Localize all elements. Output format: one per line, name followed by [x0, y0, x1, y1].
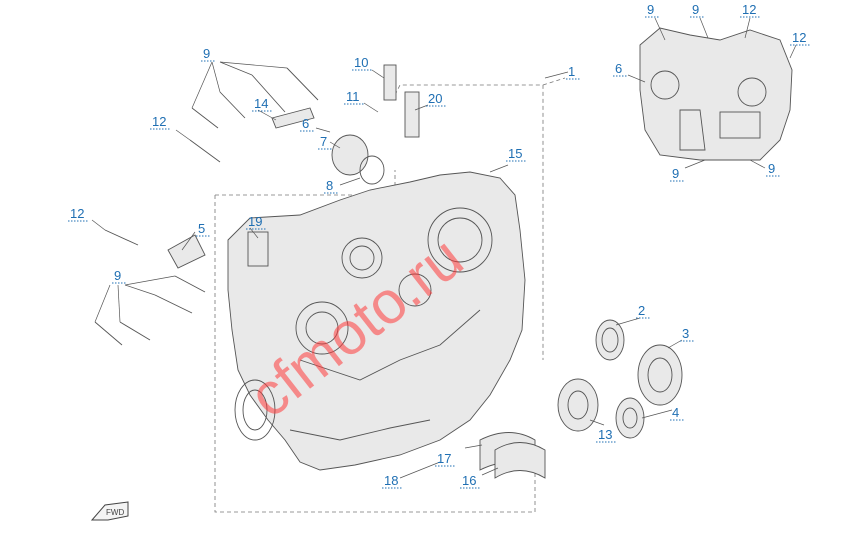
callout-12-inset-b: 12 [792, 30, 806, 45]
callout-6: 6 [302, 116, 309, 131]
callout-8: 8 [326, 178, 333, 193]
callout-5: 5 [198, 221, 205, 236]
callout-7: 7 [320, 134, 327, 149]
callout-19: 19 [248, 214, 262, 229]
callout-17: 17 [437, 451, 451, 466]
crankcase-half [227, 171, 526, 471]
fwd-arrow-icon: FWD [90, 501, 129, 521]
callout-9-top: 9 [203, 46, 210, 61]
bearings-group [479, 319, 683, 479]
callout-9-inset-a: 9 [647, 2, 654, 17]
callout-6-inset: 6 [615, 61, 622, 76]
fwd-label: FWD [106, 508, 124, 517]
callout-9-left: 9 [114, 268, 121, 283]
assembly-outlines [214, 77, 566, 513]
callout-4: 4 [672, 405, 679, 420]
leader-lines [91, 17, 797, 479]
callout-16: 16 [462, 473, 476, 488]
callout-13: 13 [598, 427, 612, 442]
callout-18: 18 [384, 473, 398, 488]
callout-15: 15 [508, 146, 522, 161]
callout-11: 11 [346, 89, 360, 104]
sensor-parts [167, 64, 420, 269]
callout-20: 20 [428, 91, 442, 106]
callout-10: 10 [354, 55, 368, 70]
callout-12-inset-a: 12 [742, 2, 756, 17]
callout-2: 2 [638, 303, 645, 318]
callout-12-left-a: 12 [152, 114, 166, 129]
callout-labels: 1 2 3 4 5 6 6 7 8 9 9 9 9 9 9 10 11 12 [68, 2, 811, 489]
callout-9-inset-b: 9 [692, 2, 699, 17]
callout-1: 1 [568, 64, 575, 79]
inset-engine-view [639, 27, 793, 161]
bolts-group [94, 67, 319, 346]
callout-14: 14 [254, 96, 268, 111]
callout-9-inset-c: 9 [672, 166, 679, 181]
callout-12-left-b: 12 [70, 206, 84, 221]
callout-3: 3 [682, 326, 689, 341]
callout-9-inset-d: 9 [768, 161, 775, 176]
